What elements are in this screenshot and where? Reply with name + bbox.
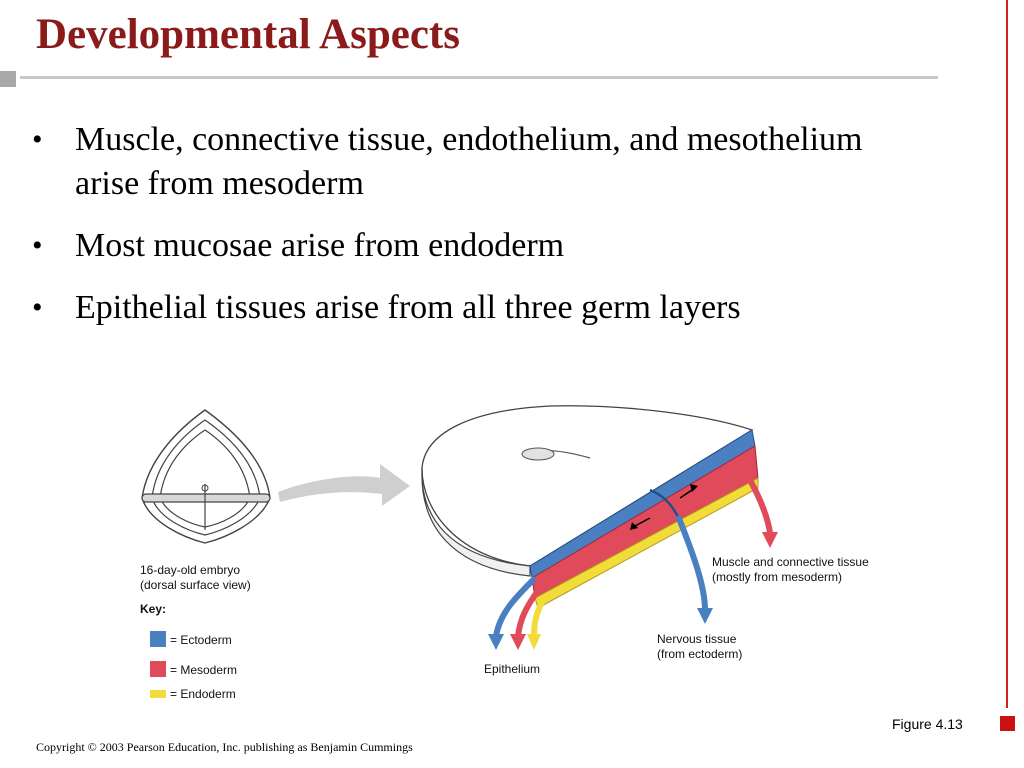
title-rule-square xyxy=(0,71,16,87)
key-label-mesoderm: = Mesoderm xyxy=(170,663,237,677)
key-swatch-endoderm xyxy=(150,690,166,698)
slide-title: Developmental Aspects xyxy=(36,11,460,58)
bullet-text: Muscle, connective tissue, endothelium, … xyxy=(75,121,863,202)
bullet-text: Epithelial tissues arise from all three … xyxy=(75,289,741,326)
corner-accent-square xyxy=(1000,716,1015,731)
developmental-arrows xyxy=(488,478,778,650)
embryo-caption-line1: 16-day-old embryo xyxy=(140,563,240,577)
label-muscle-line1: Muscle and connective tissue xyxy=(712,555,869,569)
bullet-dot-icon: • xyxy=(32,291,43,324)
label-muscle-line2: (mostly from mesoderm) xyxy=(712,570,842,584)
bullet-item: • Muscle, connective tissue, endothelium… xyxy=(30,118,930,206)
title-rule xyxy=(20,76,938,79)
key-swatch-ectoderm xyxy=(150,631,166,647)
bullet-dot-icon: • xyxy=(32,123,43,156)
bullet-list: • Muscle, connective tissue, endothelium… xyxy=(30,118,930,348)
label-epithelium: Epithelium xyxy=(484,662,540,676)
bullet-text: Most mucosae arise from endoderm xyxy=(75,227,565,264)
key-swatch-mesoderm xyxy=(150,661,166,677)
bullet-dot-icon: • xyxy=(32,229,43,262)
tissue-block-diagram xyxy=(421,405,759,609)
figure-number: Figure 4.13 xyxy=(892,716,963,732)
right-accent-line xyxy=(1006,0,1008,708)
key-title: Key: xyxy=(140,602,166,616)
bullet-item: • Epithelial tissues arise from all thre… xyxy=(30,286,930,330)
key-label-endoderm: = Endoderm xyxy=(170,687,236,698)
key-label-ectoderm: = Ectoderm xyxy=(170,633,232,647)
bullet-item: • Most mucosae arise from endoderm xyxy=(30,224,930,268)
embryo-caption-line2: (dorsal surface view) xyxy=(140,578,251,592)
embryo-dorsal-view xyxy=(141,409,271,544)
transition-arrow-icon xyxy=(278,464,410,506)
label-nervous-line2: (from ectoderm) xyxy=(657,647,742,661)
copyright-notice: Copyright © 2003 Pearson Education, Inc.… xyxy=(36,740,413,754)
label-nervous-line1: Nervous tissue xyxy=(657,632,737,646)
germ-layer-figure: 16-day-old embryo (dorsal surface view) … xyxy=(140,405,869,698)
